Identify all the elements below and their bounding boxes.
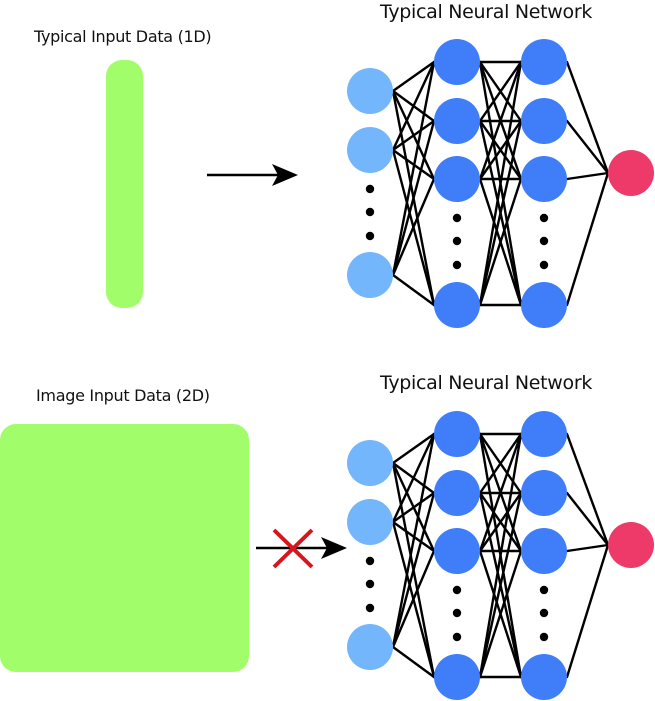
top-network-title: Typical Neural Network	[380, 1, 593, 23]
connection-edge	[478, 432, 523, 679]
connection-edge	[478, 119, 523, 307]
bottom-input-label: Image Input Data (2D)	[36, 386, 210, 405]
hidden-1-ellipsis-dot	[452, 632, 462, 642]
hidden-2-node	[521, 528, 567, 574]
connection-edge	[478, 177, 523, 307]
hidden-1-node	[434, 39, 480, 85]
connection-edge	[565, 119, 610, 175]
connections	[391, 60, 610, 307]
hidden-2-node	[521, 98, 567, 144]
hidden-1-node	[434, 156, 480, 202]
hidden-1-ellipsis-dot	[452, 213, 462, 223]
connection-edge	[565, 171, 610, 181]
hidden-1-node	[434, 411, 480, 457]
connection-edge	[391, 491, 436, 524]
connection-edge	[391, 119, 436, 152]
connection-edge	[478, 549, 523, 679]
connection-edge	[478, 60, 523, 307]
connection-edge	[391, 432, 436, 649]
input-ellipsis-dot	[365, 556, 375, 566]
input-node	[347, 440, 393, 486]
hidden-1-ellipsis-dot	[452, 236, 462, 246]
connection-edge	[391, 549, 436, 649]
connection-edge	[478, 60, 523, 181]
connection-edge	[391, 60, 436, 152]
input-node	[347, 127, 393, 173]
input-node	[347, 499, 393, 545]
connection-edge	[565, 543, 610, 679]
connection-edge	[565, 432, 610, 547]
hidden-1-ellipsis-dot	[452, 608, 462, 618]
connection-edge	[391, 119, 436, 277]
connection-edge	[391, 273, 436, 307]
connection-edge	[478, 491, 523, 553]
hidden-1-node	[434, 98, 480, 144]
connection-edge	[565, 171, 610, 307]
input-data-1d	[106, 60, 143, 308]
hidden-2-node	[521, 39, 567, 85]
input-ellipsis-dot	[365, 184, 375, 194]
hidden-2-node	[521, 411, 567, 457]
connection-edge	[565, 491, 610, 547]
hidden-1-node	[434, 282, 480, 328]
hidden-2-ellipsis-dot	[539, 608, 549, 618]
hidden-1-node	[434, 654, 480, 700]
input-ellipsis-dot	[365, 231, 375, 241]
bottom-network-title: Typical Neural Network	[380, 372, 593, 394]
hidden-1-node	[434, 470, 480, 516]
input-node	[347, 624, 393, 670]
input-data-2d	[0, 424, 249, 672]
connection-edge	[478, 60, 523, 123]
top-arrow	[207, 164, 298, 186]
connection-edge	[478, 491, 523, 679]
hidden-2-ellipsis-dot	[539, 585, 549, 595]
input-node	[347, 252, 393, 298]
connection-edge	[391, 177, 436, 277]
hidden-2-ellipsis-dot	[539, 260, 549, 270]
hidden-1-ellipsis-dot	[452, 585, 462, 595]
connection-edge	[478, 432, 523, 553]
output-node	[608, 150, 654, 196]
bottom-arrow	[256, 528, 347, 569]
hidden-2-node	[521, 282, 567, 328]
hidden-2-node	[521, 470, 567, 516]
blocked-x-stroke-2	[272, 528, 314, 569]
input-ellipsis-dot	[365, 207, 375, 217]
input-node	[347, 68, 393, 114]
connections	[391, 432, 610, 679]
connection-edge	[391, 491, 436, 649]
top-neural-network	[347, 39, 654, 328]
input-ellipsis-dot	[365, 603, 375, 613]
hidden-1-node	[434, 528, 480, 574]
connection-edge	[391, 645, 436, 679]
connection-edge	[478, 119, 523, 181]
output-node	[608, 522, 654, 568]
connection-edge	[478, 432, 523, 495]
connection-edge	[565, 60, 610, 175]
hidden-2-node	[521, 654, 567, 700]
hidden-2-ellipsis-dot	[539, 632, 549, 642]
bottom-neural-network	[347, 411, 654, 700]
connection-edge	[391, 60, 436, 277]
hidden-1-ellipsis-dot	[452, 260, 462, 270]
hidden-2-ellipsis-dot	[539, 236, 549, 246]
top-input-label: Typical Input Data (1D)	[34, 27, 212, 46]
connection-edge	[391, 60, 436, 93]
blocked-x-icon	[272, 528, 314, 569]
connection-edge	[391, 432, 436, 465]
input-ellipsis-dot	[365, 579, 375, 589]
top-arrow-head-icon	[272, 164, 298, 186]
bottom-arrow-head-icon	[321, 537, 347, 559]
hidden-2-node	[521, 156, 567, 202]
hidden-2-ellipsis-dot	[539, 213, 549, 223]
connection-edge	[565, 543, 610, 553]
connection-edge	[391, 432, 436, 524]
